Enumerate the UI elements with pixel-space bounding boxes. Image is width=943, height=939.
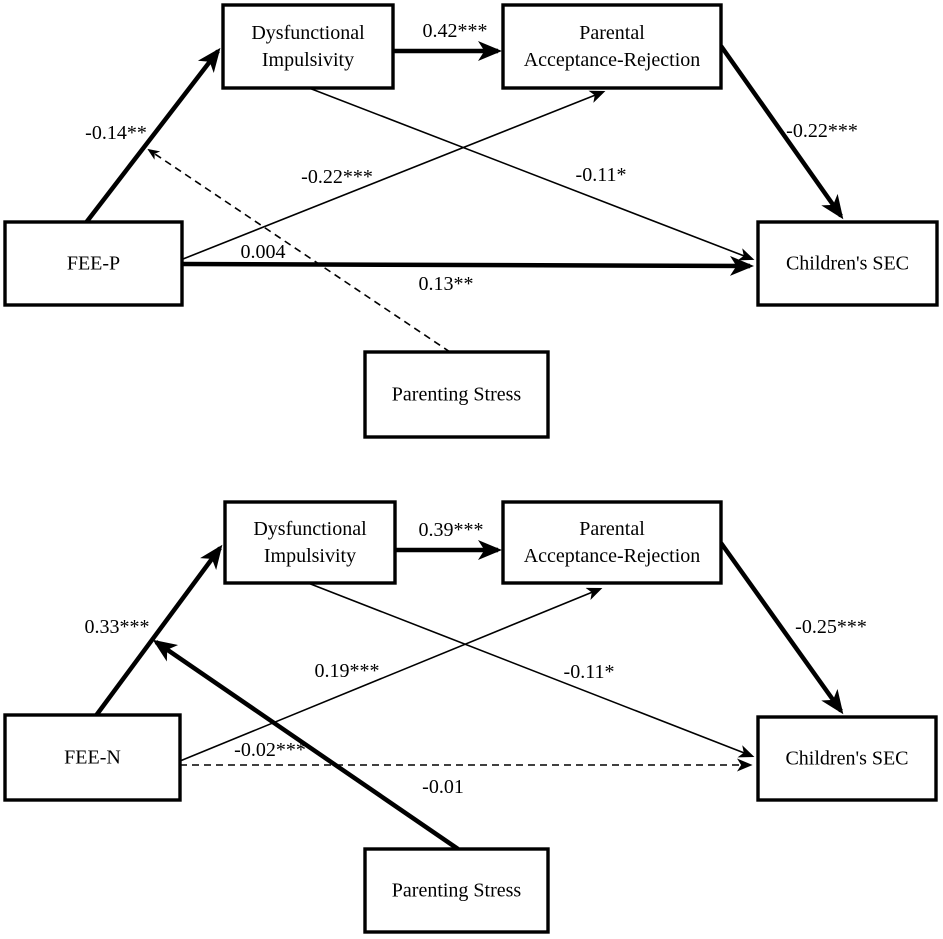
node-box-fee-p-model-parenting-stress — [363, 350, 550, 439]
node-label-fee-p-model-parenting-stress: Parenting Stress — [392, 384, 522, 406]
coefficient-label-fee-n-model-impulsivity-to-sec: -0.11* — [564, 661, 615, 683]
path-arrow-fee-n-model-fee-n-to-acceptance — [179, 587, 603, 762]
coefficient-label-fee-p-model-impulsivity-to-acceptance: 0.42*** — [423, 20, 488, 42]
node-box-fee-n-model-childrens-sec — [756, 715, 938, 802]
coefficient-label-fee-p-model-fee-p-to-sec: 0.13** — [419, 273, 474, 295]
path-arrow-fee-p-model-impulsivity-to-sec — [308, 87, 755, 261]
coefficient-label-fee-n-model-fee-n-to-acceptance: 0.19*** — [315, 660, 380, 682]
node-label-fee-n-model-parenting-stress: Parenting Stress — [392, 880, 522, 902]
fee-n-model-panel: 0.33*** 0.39*** -0.25*** 0.19*** -0.11* -0.01… — [3, 500, 938, 934]
node-box-fee-p-model-dysfunctional-impulsivity — [221, 3, 395, 90]
coefficient-label-fee-n-model-fee-n-to-sec: -0.01 — [422, 776, 464, 798]
path-arrow-fee-p-model-fee-p-to-impulsivity — [83, 47, 221, 226]
node-label-fee-n-model-childrens-sec: Children's SEC — [785, 748, 908, 770]
path-arrow-fee-p-model-acceptance-to-sec — [719, 44, 844, 220]
node-label-fee-p-model-childrens-sec: Children's SEC — [786, 253, 909, 275]
coefficient-label-fee-n-model-stress-moderation: -0.02*** — [234, 739, 306, 761]
path-arrow-fee-p-model-stress-moderation — [147, 148, 451, 353]
node-box-fee-n-model-fee-n — [3, 713, 182, 802]
node-box-fee-p-model-fee-p — [3, 220, 184, 307]
coefficient-label-fee-n-model-acceptance-to-sec: -0.25*** — [795, 616, 867, 638]
node-label-fee-n-model-fee-n: FEE-N — [64, 747, 121, 769]
fee-p-model-panel: -0.14** 0.42*** -0.22*** -0.22*** -0.11* 0.13… — [3, 3, 939, 439]
path-arrow-fee-n-model-fee-n-to-impulsivity — [93, 544, 223, 719]
coefficient-label-fee-p-model-stress-moderation: 0.004 — [241, 241, 286, 263]
coefficient-label-fee-n-model-impulsivity-to-acceptance: 0.39*** — [419, 519, 484, 541]
node-box-fee-p-model-parental-acceptance-rejection — [501, 3, 723, 90]
path-arrow-fee-n-model-acceptance-to-sec — [719, 541, 844, 715]
coefficient-label-fee-p-model-fee-p-to-impulsivity: -0.14** — [85, 122, 147, 144]
coefficient-label-fee-n-model-fee-n-to-impulsivity: 0.33*** — [85, 616, 150, 638]
node-label-fee-p-model-fee-p: FEE-P — [67, 253, 120, 275]
node-box-fee-n-model-dysfunctional-impulsivity — [223, 500, 397, 585]
path-arrow-fee-n-model-stress-moderation — [152, 639, 460, 851]
node-box-fee-n-model-parenting-stress — [363, 847, 550, 934]
node-box-fee-p-model-childrens-sec — [756, 220, 939, 307]
path-arrow-fee-n-model-impulsivity-to-sec — [307, 582, 755, 758]
coefficient-label-fee-p-model-acceptance-to-sec: -0.22*** — [786, 120, 858, 142]
coefficient-label-fee-p-model-fee-p-to-acceptance: -0.22*** — [301, 166, 373, 188]
path-arrow-fee-p-model-fee-p-to-acceptance — [182, 90, 606, 260]
node-box-fee-n-model-parental-acceptance-rejection — [501, 500, 723, 585]
coefficient-label-fee-p-model-impulsivity-to-sec: -0.11* — [576, 164, 627, 186]
path-arrow-fee-p-model-fee-p-to-sec — [182, 255, 754, 276]
